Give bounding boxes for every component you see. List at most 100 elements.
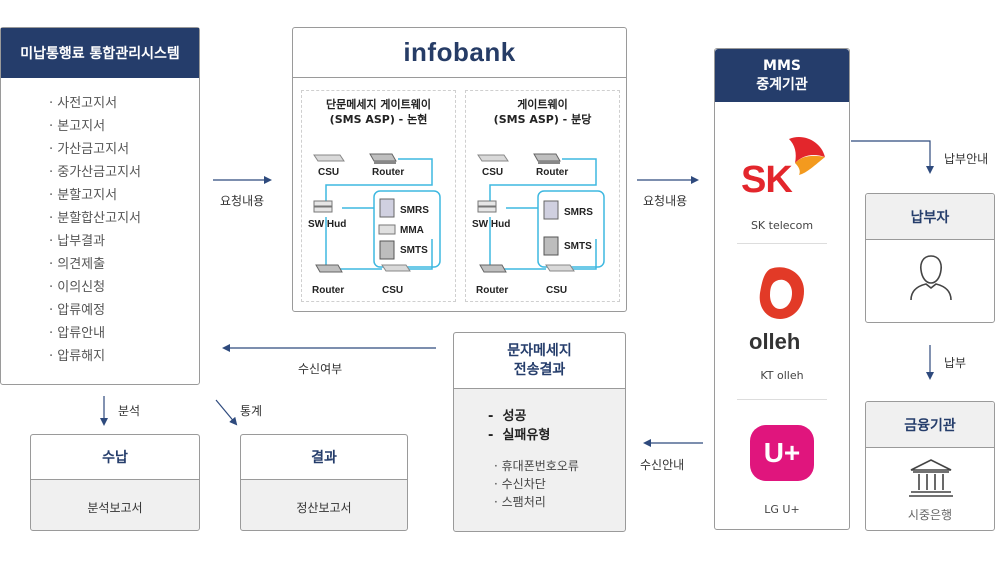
notice-list: · 사전고지서 · 본고지서 · 가산금고지서 · 중가산금고지서 · 분할고지… <box>49 92 141 368</box>
system-panel: 미납통행료 통합관리시스템 · 사전고지서 · 본고지서 · 가산금고지서 · … <box>0 27 200 385</box>
receive-notice-label: 수신안내 <box>640 458 685 472</box>
list-item: · 압류예정 <box>49 303 106 318</box>
lg-logo: U+ <box>763 437 801 468</box>
analysis-report-label: 분석보고서 <box>87 501 143 515</box>
mms-title: MMS <box>763 57 801 74</box>
infobank-logo: infobank <box>403 37 516 67</box>
sunap-header: 수납 <box>31 435 199 480</box>
smts-server-icon <box>543 236 559 256</box>
sms-result-header: 문자메세지 전송결과 <box>454 333 625 389</box>
system-panel-header: 미납통행료 통합관리시스템 <box>1 28 199 78</box>
list-item: · 납부결과 <box>49 234 106 249</box>
sms-result-panel: 문자메세지 전송결과 - 성공 - 실패유형 · 휴대폰번호오류 · 수신차단 … <box>453 332 626 532</box>
smrs-server-icon <box>543 200 559 220</box>
sms-result-subtitle: 전송결과 <box>513 361 566 378</box>
sk-butterfly-icon <box>789 137 825 175</box>
sunap-panel: 수납 분석보고서 <box>30 434 200 531</box>
mms-relay-panel: MMS 중계기관 SK SK telecom olleh KT olleh U+… <box>714 48 850 530</box>
mma-label: MMA <box>400 225 424 236</box>
payer-title: 납부자 <box>910 209 950 226</box>
request-label: 요청내용 <box>643 194 688 208</box>
divider <box>737 243 827 244</box>
csu-device-icon <box>381 264 411 272</box>
swhub-label: SW Hud <box>472 219 511 230</box>
router-icon <box>315 264 343 273</box>
csu-device-icon <box>545 264 575 272</box>
smrs-label: SMRS <box>564 207 593 218</box>
list-item: · 본고지서 <box>49 119 106 134</box>
bank-header: 금융기관 <box>866 402 994 448</box>
network-diagram <box>313 153 441 273</box>
csu-label: CSU <box>318 167 340 178</box>
smts-label: SMTS <box>564 241 592 252</box>
router-icon <box>533 153 561 164</box>
kt-olleh-icon <box>759 267 804 319</box>
person-icon <box>910 255 952 301</box>
smts-label: SMTS <box>400 245 428 256</box>
failure-type-item: · 스팸처리 <box>494 495 546 509</box>
failure-type-item: · 휴대폰번호오류 <box>494 459 579 473</box>
bank-building-icon <box>909 459 953 497</box>
payment-label: 납부 <box>944 356 967 370</box>
kt-caption: KT olleh <box>760 369 804 382</box>
gateway-subtitle: (SMS ASP) - 논현 <box>329 113 428 126</box>
smrs-label: SMRS <box>400 205 429 216</box>
sk-caption: SK telecom <box>750 219 814 232</box>
gateway-subtitle: (SMS ASP) - 분당 <box>493 113 592 126</box>
mma-server-icon <box>378 224 396 235</box>
result-item: - 실패유형 <box>488 428 551 443</box>
request-label: 요청내용 <box>220 194 265 208</box>
divider <box>737 399 827 400</box>
stats-label: 통계 <box>240 404 263 418</box>
sms-result-title: 문자메세지 <box>507 342 572 359</box>
csu-device-icon <box>477 154 509 162</box>
gateway-title: 단문메세지 게이트웨이 <box>325 98 432 111</box>
payment-notice-arrow <box>851 140 934 174</box>
result-item: - 성공 <box>488 409 527 424</box>
list-item: · 분할합산고지서 <box>49 211 141 226</box>
infobank-header: infobank <box>293 28 626 78</box>
failure-type-item: · 수신차단 <box>494 477 546 491</box>
payer-panel: 납부자 <box>865 193 995 323</box>
kt-olleh-block: olleh KT olleh <box>715 257 849 387</box>
list-item: · 의견제출 <box>49 257 106 272</box>
smts-server-icon <box>379 240 395 260</box>
router-icon <box>479 264 507 273</box>
sk-telecom-block: SK SK telecom <box>715 121 849 241</box>
list-item: · 사전고지서 <box>49 96 118 111</box>
sunap-title: 수납 <box>102 450 128 466</box>
lg-uplus-icon: U+ <box>750 425 814 481</box>
router-label: Router <box>476 285 509 296</box>
sk-logo: SK <box>741 159 793 201</box>
list-item: · 가산금고지서 <box>49 142 130 157</box>
gyeolgwa-header: 결과 <box>241 435 407 480</box>
router-icon <box>369 153 397 164</box>
csu-label: CSU <box>546 285 568 296</box>
router-label: Router <box>536 167 569 178</box>
payer-header: 납부자 <box>866 194 994 240</box>
smrs-server-icon <box>379 198 395 218</box>
mms-subtitle: 중계기관 <box>756 76 808 93</box>
mms-relay-header: MMS 중계기관 <box>715 49 849 102</box>
settlement-report-label: 정산보고서 <box>296 501 352 515</box>
swhub-label: SW Hud <box>308 219 347 230</box>
stats-arrow <box>215 399 238 426</box>
gateway-nonhyeon: 단문메세지 게이트웨이 (SMS ASP) - 논현 <box>301 90 456 302</box>
gateway-bundang: 게이트웨이 (SMS ASP) - 분당 CSU Router SW Hud <box>465 90 620 302</box>
router-label: Router <box>372 167 405 178</box>
bank-panel: 금융기관 시중은행 <box>865 401 995 531</box>
gateway-title: 게이트웨이 <box>517 98 568 111</box>
router-label: Router <box>312 285 345 296</box>
list-item: · 압류해지 <box>49 349 106 364</box>
list-item: · 중가산금고지서 <box>49 165 141 180</box>
list-item: · 이의신청 <box>49 280 106 295</box>
csu-device-icon <box>313 154 345 162</box>
analysis-label: 분석 <box>118 404 141 418</box>
gyeolgwa-title: 결과 <box>311 450 337 466</box>
infobank-panel: infobank 단문메세지 게이트웨이 (SMS ASP) - 논현 <box>292 27 627 312</box>
lg-uplus-block: U+ LG U+ <box>715 421 849 521</box>
bank-title: 금융기관 <box>904 417 956 434</box>
kt-logo: olleh <box>749 329 801 354</box>
list-item: · 압류안내 <box>49 326 106 341</box>
bank-caption: 시중은행 <box>907 508 953 522</box>
